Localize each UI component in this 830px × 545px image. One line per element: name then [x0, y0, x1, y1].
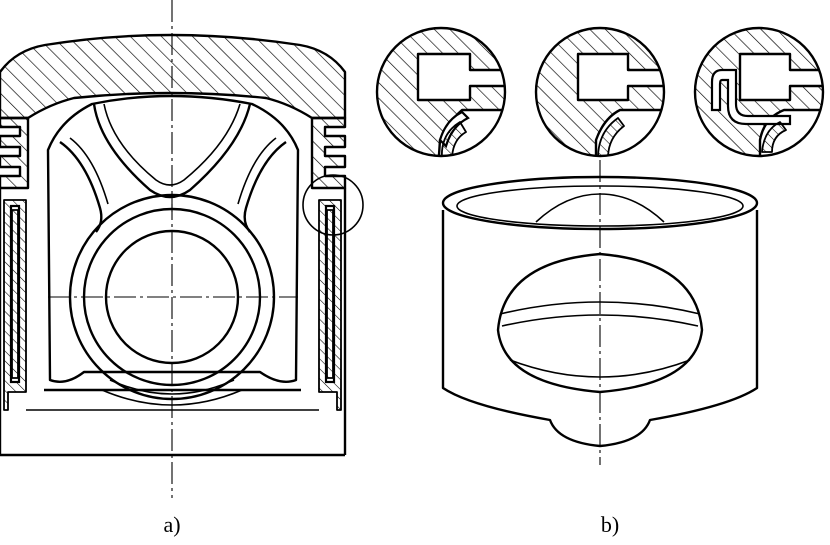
detail-view-2 — [534, 26, 666, 158]
detail-view-1 — [375, 26, 507, 158]
piston-section-view — [0, 0, 364, 498]
detail-view-3 — [693, 26, 825, 158]
detail-callout — [302, 174, 364, 236]
piston-perspective-view — [441, 160, 759, 465]
inner-cavity — [46, 94, 300, 383]
label-b: b) — [601, 512, 619, 537]
label-a: a) — [163, 512, 180, 537]
pin-boss-rib — [92, 103, 252, 199]
ring-lands-right — [310, 116, 347, 190]
pin-boss-opening — [496, 252, 704, 394]
detail-views — [375, 26, 825, 158]
ring-lands-left — [0, 116, 30, 190]
